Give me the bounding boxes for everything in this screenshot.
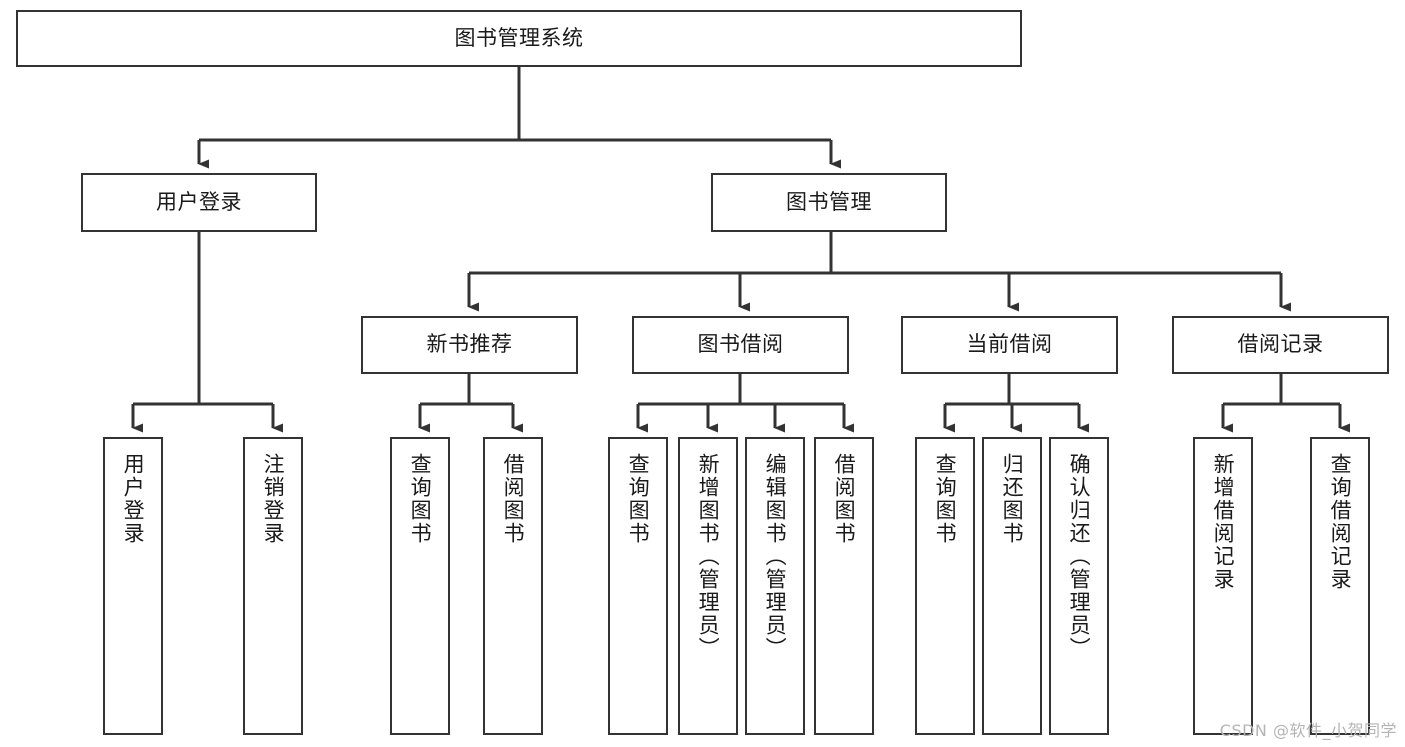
leaf-newbook-borrow-books-label: 借阅图书 [501,453,526,545]
node-current-borrow-label: 当前借阅 [966,332,1053,357]
node-borrow-records[interactable]: 借阅记录 [1172,316,1389,374]
leaf-add-book-admin-label: 新增图书（管理员） [696,453,721,660]
node-user-login-label: 用户登录 [156,189,242,214]
node-new-book-recommend[interactable]: 新书推荐 [361,316,578,374]
leaf-add-borrow-record-label: 新增借阅记录 [1211,453,1236,591]
node-borrow-records-label: 借阅记录 [1237,332,1324,357]
node-book-borrow[interactable]: 图书借阅 [632,316,849,374]
node-new-book-recommend-label: 新书推荐 [426,332,513,357]
leaf-current-query-books-label: 查询图书 [933,453,958,545]
node-root[interactable]: 图书管理系统 [16,10,1022,67]
leaf-user-login-label: 用户登录 [121,453,146,545]
leaf-edit-book-admin[interactable]: 编辑图书（管理员） [745,437,805,735]
node-user-login[interactable]: 用户登录 [81,173,317,232]
leaf-return-books[interactable]: 归还图书 [982,437,1042,735]
leaf-return-books-label: 归还图书 [1000,453,1025,545]
leaf-newbook-query-books[interactable]: 查询图书 [390,437,450,735]
node-book-management-label: 图书管理 [786,189,872,214]
leaf-edit-book-admin-label: 编辑图书（管理员） [763,453,788,660]
node-root-label: 图书管理系统 [454,25,584,50]
node-book-management[interactable]: 图书管理 [711,173,947,232]
leaf-query-borrow-record[interactable]: 查询借阅记录 [1310,437,1370,735]
leaf-newbook-borrow-books[interactable]: 借阅图书 [483,437,543,735]
leaf-add-borrow-record[interactable]: 新增借阅记录 [1193,437,1253,735]
leaf-borrow-books-label: 借阅图书 [832,453,857,545]
leaf-logout-label: 注销登录 [261,453,286,545]
leaf-query-borrow-record-label: 查询借阅记录 [1328,453,1353,591]
leaf-current-query-books[interactable]: 查询图书 [915,437,975,735]
leaf-user-login[interactable]: 用户登录 [103,437,163,735]
node-book-borrow-label: 图书借阅 [697,332,784,357]
leaf-borrow-books[interactable]: 借阅图书 [814,437,874,735]
leaf-confirm-return-admin-label: 确认归还（管理员） [1067,453,1092,660]
leaf-borrow-query-books[interactable]: 查询图书 [608,437,668,735]
leaf-add-book-admin[interactable]: 新增图书（管理员） [678,437,738,735]
leaf-newbook-query-books-label: 查询图书 [408,453,433,545]
leaf-borrow-query-books-label: 查询图书 [626,453,651,545]
leaf-logout[interactable]: 注销登录 [243,437,303,735]
node-current-borrow[interactable]: 当前借阅 [901,316,1118,374]
leaf-confirm-return-admin[interactable]: 确认归还（管理员） [1049,437,1109,735]
